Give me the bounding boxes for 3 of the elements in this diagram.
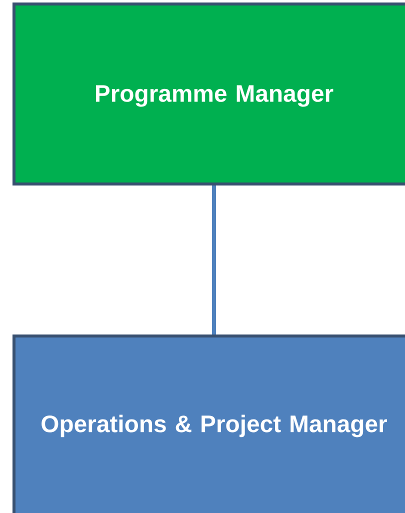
org-box: Programme Manager bbox=[12, 2, 405, 186]
connector-line bbox=[212, 186, 216, 334]
org-box: Operations & Project Manager bbox=[12, 334, 405, 513]
